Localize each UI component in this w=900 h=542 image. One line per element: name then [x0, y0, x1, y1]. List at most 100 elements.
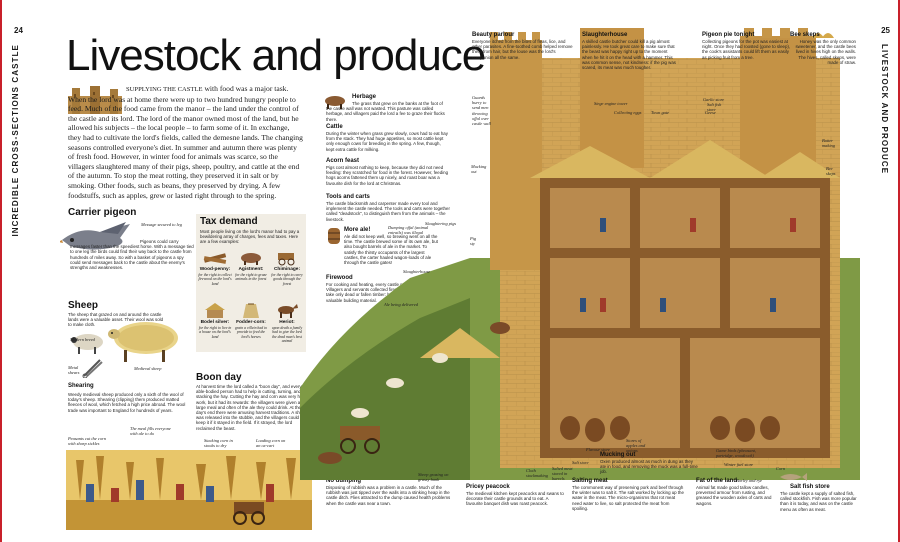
tax-item: Wood-penny: for the right to collect fir… [198, 248, 232, 299]
tax-demand-text: Most people living on the lord's manor h… [200, 229, 300, 245]
tax-item-name: Chiminage: [273, 267, 301, 272]
more-ale-heading: More ale! [344, 227, 371, 233]
cattle-text: During the winter when grass grew slowly… [326, 131, 448, 152]
tax-item-name: Bodel silver: [200, 320, 230, 325]
salt-fish-store-text: The castle kept a supply of salted fish,… [780, 491, 857, 512]
intro-text: with food was a major task. When the lor… [68, 84, 303, 200]
callout-label: Butter making [822, 138, 835, 149]
callout-label: Stores of apples and onions [626, 438, 646, 454]
firewood-icon [198, 248, 232, 266]
medieval-sheep-label: Medieval sheep [134, 366, 162, 371]
acorn-feast-text: Pigs cost almost nothing to keep, becaus… [326, 165, 449, 186]
no-dumping-heading: No dumping [326, 478, 361, 484]
tax-demand-panel [196, 214, 306, 352]
tax-item-desc: upon death a family had to give the lord… [271, 326, 303, 344]
tax-item-desc: for the right to collect firewood on the… [198, 273, 232, 286]
callout-label: Salted meat stored in barrels [552, 466, 573, 482]
herbage-text: The grass that grew on the banks at the … [326, 101, 445, 122]
callout-label: Flavour store [586, 447, 610, 452]
callout-label: Salt fish store [707, 102, 722, 113]
fat-of-the-land-text: Animal fat made good tallow candles, pre… [696, 485, 772, 506]
tax-item-desc: grain a villein had to provide to feed t… [234, 326, 268, 339]
pig-icon [234, 248, 268, 266]
callout-label: Guards hurry to send men throwing offal … [472, 95, 491, 127]
left-running-head: INCREDIBLE CROSS-SECTIONS CASTLE [11, 44, 20, 237]
salting-meat-heading: Salting meat [572, 478, 608, 484]
tools-carts-text: The castle blacksmith and carpenter made… [326, 201, 450, 222]
tax-items-grid: Wood-penny: for the right to collect fir… [198, 248, 304, 352]
tools-carts-heading: Tools and carts [326, 194, 370, 200]
castle-cross-section-illustration [300, 28, 860, 480]
salting-meat-text: The commonest way of preserving pork and… [572, 485, 684, 511]
callout-label: Barley and rye [736, 478, 763, 483]
boon-caption: Peasants cut the corn with sharp sickles [68, 436, 106, 447]
tax-item-desc: for the right to graze animals in the fo… [235, 273, 267, 282]
callout-label: Ale being delivered [384, 302, 418, 307]
intro-paragraph: SUPPLYING THE CASTLE with food was a maj… [68, 84, 304, 200]
castle-thumbnail-illustration [68, 86, 122, 114]
boon-caption: Loading corn on an ox-cart [256, 438, 286, 449]
pricey-peacock-heading: Pricey peacock [466, 484, 510, 490]
tax-item-desc: for the right to carry goods through the… [271, 273, 303, 286]
callout-label: Town gate [651, 110, 670, 115]
right-margin-rule [898, 0, 900, 542]
page-number-right: 25 [881, 26, 890, 35]
callout-label: Slaughterhouse [403, 269, 431, 274]
modern-breed-label: Modern breed [70, 337, 95, 342]
callout-label: Geese [705, 110, 716, 115]
callout-label: Cloth stockmaking [526, 468, 548, 479]
carrier-pigeon-heading: Carrier pigeon [68, 207, 137, 218]
metal-shears-label: Metal shears [68, 365, 80, 376]
cart-icon [270, 248, 304, 266]
pricey-peacock-text: The medieval kitchen kept peacocks and s… [466, 491, 564, 507]
callout-label: Salt store [572, 460, 589, 465]
callout-label: Garlic store [703, 97, 725, 102]
tax-item: Chiminage: for the right to carry goods … [270, 248, 304, 299]
salt-fish-illustration [778, 470, 808, 482]
boon-day-text: At harvest time the lord called a "boon … [196, 384, 308, 431]
slaughterhouse-text: A skilled castle butcher could kill a pi… [582, 39, 676, 71]
callout-label: Mucking out [471, 164, 487, 175]
callout-label: Slaughtering pigs [425, 221, 457, 226]
shearing-text: Weedy medieval sheep produced only a six… [68, 392, 186, 413]
tax-item: Fodder-corn: grain a villein had to prov… [234, 301, 268, 352]
page-title: Livestock and produce [66, 31, 486, 80]
pigeon-pie-heading: Pigeon pie tonight [702, 32, 755, 38]
bee-skeps-text: Honey was the only common sweetener, and… [795, 39, 856, 65]
beauty-parlour-text: Everyone itched from the bites of fleas,… [472, 39, 573, 60]
modern-sheep-illustration [70, 332, 106, 354]
slaughterhouse-heading: Slaughterhouse [582, 32, 628, 38]
tax-item: Agistment: for the right to graze animal… [234, 248, 268, 299]
tax-item-name: Wood-penny: [199, 267, 231, 272]
tax-item-name: Agistment: [238, 267, 264, 272]
callout-label: Bee skeps [826, 166, 836, 177]
house-icon [198, 301, 232, 319]
harvest-scene-illustration [66, 450, 312, 530]
shears-icon [82, 356, 104, 378]
bee-skeps-heading: Bee skeps [790, 32, 820, 38]
sheep-heading: Sheep [68, 300, 99, 311]
tax-item-desc: for the right to live in a house on the … [198, 326, 232, 339]
left-margin-rule [0, 0, 2, 542]
pigeon-illustration [60, 220, 138, 258]
callout-label: Collecting eggs [614, 110, 642, 115]
callout-label: Game birds (pheasant, partridge, woodcoc… [716, 448, 756, 459]
medieval-sheep-illustration [106, 318, 184, 364]
tax-demand-heading: Tax demand [200, 216, 258, 227]
callout-label: Siege engine tower [594, 101, 628, 106]
callout-label: Sheep grazing on grassy bank [418, 472, 449, 483]
firewood-text: For cooking and heating, every castle ne… [326, 282, 435, 303]
sheep-text: The sheep that grazed on and around the … [68, 312, 164, 328]
shearing-heading: Shearing [68, 383, 94, 389]
callout-label: Dumping offal (animal entrails) was ille… [388, 225, 429, 236]
page-number-left: 24 [14, 26, 23, 35]
carrier-pigeon-text: Pigeons could carry messages faster than… [70, 239, 194, 271]
pigeon-message-caption: Message secured to leg [141, 222, 182, 227]
herbage-heading: Herbage [352, 94, 377, 100]
cattle-heading: Cattle [326, 124, 343, 130]
more-ale-text: Ale did not keep well, so brewing went o… [344, 234, 438, 266]
firewood-heading: Firewood [326, 275, 353, 281]
salt-fish-store-heading: Salt fish store [790, 484, 830, 490]
tax-item-name: Heriot: [279, 320, 295, 325]
ale-barrel-illustration [326, 226, 342, 246]
